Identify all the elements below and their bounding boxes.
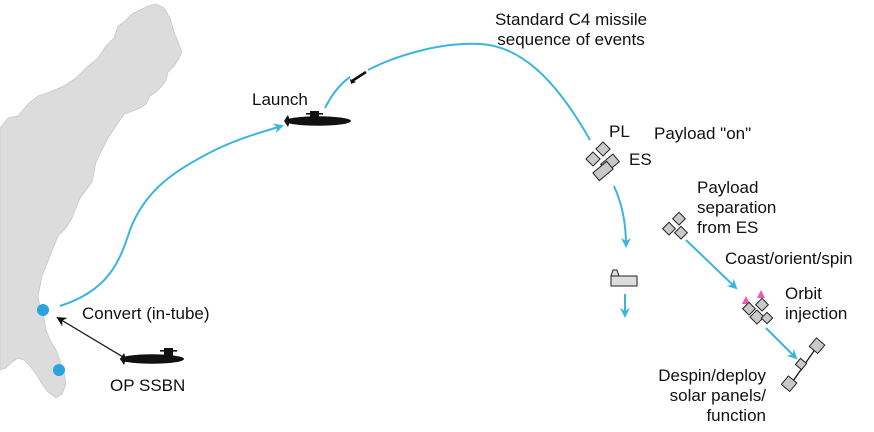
spent-stage-icon	[610, 269, 638, 287]
diagram-title: Standard C4 missile sequence of events	[494, 10, 648, 49]
launch-label: Launch	[252, 90, 308, 109]
ballistic-trajectory	[367, 42, 591, 141]
coast-arrow	[685, 239, 738, 290]
payload-icon	[741, 290, 774, 325]
missile-icon	[350, 70, 367, 84]
payload-separation-label: Payload separation from ES	[697, 178, 777, 237]
east-coast-landmass	[0, 3, 183, 399]
op-site-dot	[53, 364, 65, 376]
pl-label: PL	[609, 122, 630, 141]
submarine-icon	[120, 348, 184, 365]
ascent-trajectory	[324, 76, 351, 109]
convert-label: Convert (in-tube)	[82, 304, 210, 323]
payload-icon	[661, 211, 689, 240]
payload-icon	[585, 141, 621, 182]
transit-trajectory	[59, 123, 284, 307]
convert-arrow	[56, 316, 129, 361]
stage-drop-trajectory	[613, 185, 631, 248]
payload-on-label: Payload "on"	[654, 124, 752, 143]
despin-label: Despin/deploy solar panels/ function	[658, 366, 766, 425]
op-ssbn-label: OP SSBN	[110, 376, 186, 395]
convert-site-dot	[37, 304, 49, 316]
satellite-icon	[780, 337, 826, 393]
es-label: ES	[629, 150, 652, 169]
submarine-icon	[284, 111, 351, 127]
deploy-arrow	[765, 327, 798, 360]
orbit-injection-label: Orbit injection	[785, 284, 848, 323]
coast-label: Coast/orient/spin	[725, 249, 853, 268]
